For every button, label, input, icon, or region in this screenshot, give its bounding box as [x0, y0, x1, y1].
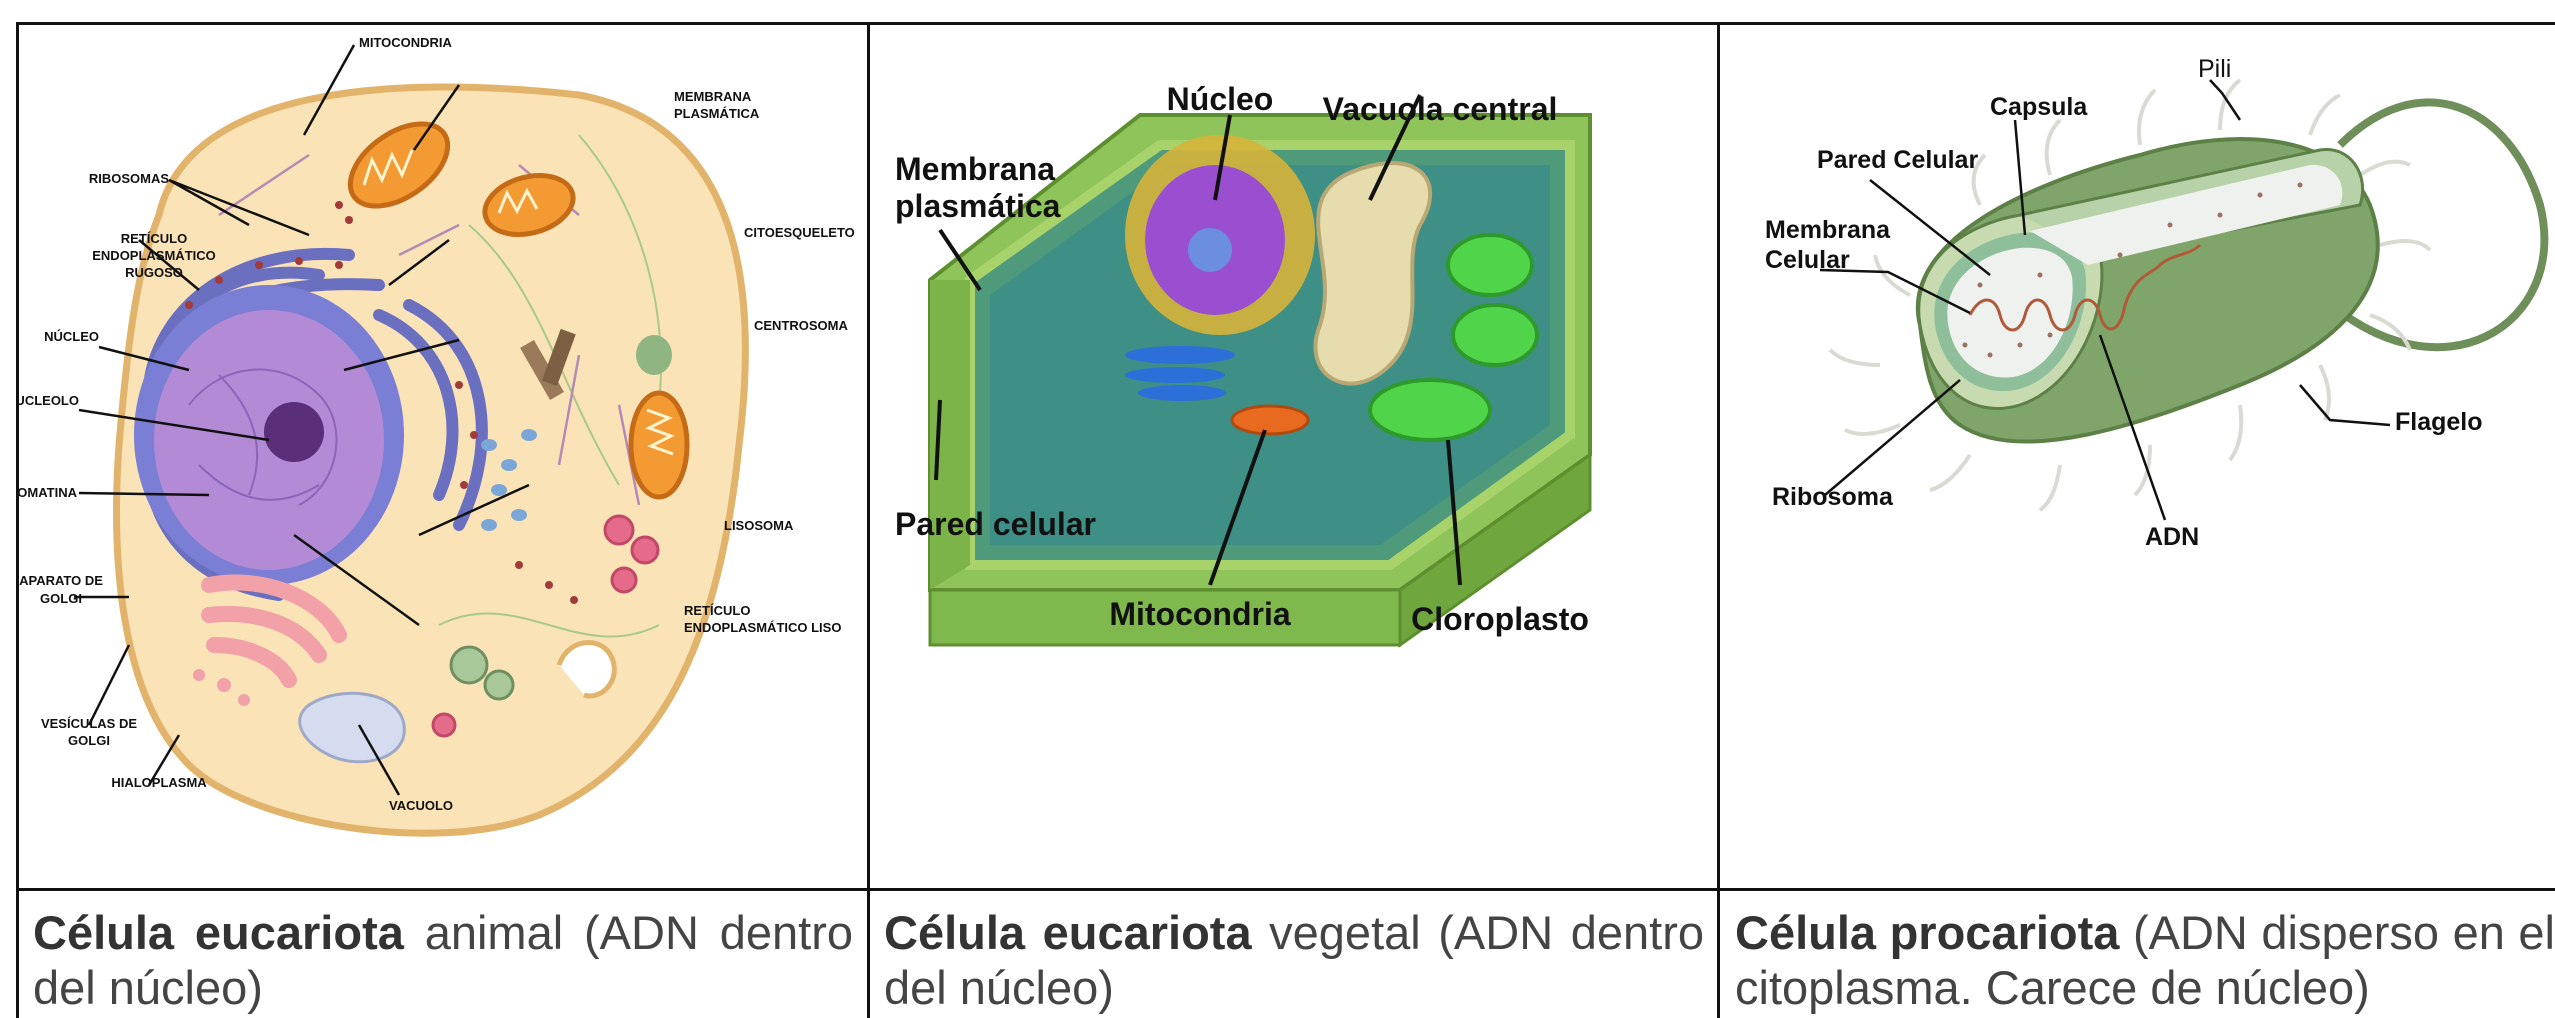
label-ribosoma: Ribosoma — [1772, 483, 1894, 511]
label-lisosoma: LISOSOMA — [724, 518, 794, 533]
caption-animal-bold: Célula eucariota — [33, 906, 404, 959]
label-nucleo: Núcleo — [1167, 81, 1274, 117]
prokaryote-cell-diagram: Pili Capsula Pared Celular Membrana Celu… — [1720, 25, 2555, 890]
label-cromatina: CROMATINA — [19, 485, 78, 500]
label-celular: Celular — [1765, 246, 1850, 274]
animal-cell-diagram: MITOCONDRIA MEMBRANA PLASMÁTICA RIBOSOMA… — [19, 25, 867, 890]
label-pared-celular: Pared Celular — [1817, 146, 1978, 174]
label-ribosomas: RIBOSOMAS — [89, 171, 170, 186]
prokaryote-cell-panel: Pili Capsula Pared Celular Membrana Celu… — [1720, 25, 2555, 890]
label-golgi: GOLGI — [40, 591, 82, 606]
caption-vegetal: Célula eucariota vegetal (ADN dentro del… — [884, 905, 1704, 1015]
vesicle — [636, 335, 672, 375]
mitochondrion — [1232, 406, 1308, 434]
label-mitocondria: Mitocondria — [1109, 596, 1291, 632]
label-cloroplasto: Cloroplasto — [1411, 601, 1589, 637]
label-capsula: Capsula — [1990, 93, 2088, 121]
label-vesiculas-de: VESÍCULAS DE — [41, 716, 137, 731]
label-vacuolo: VACUOLO — [389, 798, 453, 813]
wall-edge — [930, 280, 970, 590]
animal-cell-panel: MITOCONDRIA MEMBRANA PLASMÁTICA RIBOSOMA… — [19, 25, 867, 890]
label-nucleo: NÚCLEO — [44, 329, 99, 344]
label-membrana: MEMBRANA — [674, 89, 752, 104]
label-reticulo: RETÍCULO — [121, 231, 187, 246]
label-plasmatica: plasmática — [895, 188, 1061, 224]
caption-procariota-bold: Célula procariota — [1735, 906, 2119, 959]
plant-cell-diagram: Núcleo Vacuola central Membrana plasmáti… — [870, 25, 1717, 890]
plant-cell-panel: Núcleo Vacuola central Membrana plasmáti… — [870, 25, 1717, 890]
label-centrosoma: CENTROSOMA — [754, 318, 849, 333]
vesicle — [485, 671, 513, 699]
label-mitocondria: MITOCONDRIA — [359, 35, 453, 50]
label-citoesqueleto: CITOESQUELETO — [744, 225, 855, 240]
nucleolus — [264, 402, 324, 462]
label-nucleolo: NUCLEOLO — [19, 393, 79, 408]
label-adn: ADN — [2145, 523, 2199, 551]
label-plasmatica: PLASMÁTICA — [674, 106, 760, 121]
nucleolus — [1188, 228, 1232, 272]
label-endoplasmatico: ENDOPLASMÁTICO — [92, 248, 216, 263]
label-aparato-de: APARATO DE — [19, 573, 103, 588]
caption-vegetal-bold: Célula eucariota — [884, 906, 1252, 959]
label-rugoso: RUGOSO — [125, 265, 183, 280]
caption-animal: Célula eucariota animal (ADN dentro del … — [33, 905, 853, 1015]
golgi-body — [1125, 346, 1235, 401]
label-reticulo-liso: RETÍCULO — [684, 603, 750, 618]
label-membrana: Membrana — [1765, 216, 1891, 244]
label-golgi-2: GOLGI — [68, 733, 110, 748]
label-flagelo: Flagelo — [2395, 408, 2483, 436]
label-pared-celular: Pared celular — [895, 506, 1096, 542]
label-hialoplasma: HIALOPLASMA — [111, 775, 207, 790]
caption-procariota: Célula procariota (ADN disperso en el ci… — [1735, 905, 2555, 1015]
label-endoplasmatico-liso: ENDOPLASMÁTICO LISO — [684, 620, 841, 635]
label-vacuola-central: Vacuola central — [1323, 91, 1558, 127]
label-pili: Pili — [2198, 55, 2231, 83]
label-membrana: Membrana — [895, 151, 1055, 187]
vesicle — [451, 647, 487, 683]
